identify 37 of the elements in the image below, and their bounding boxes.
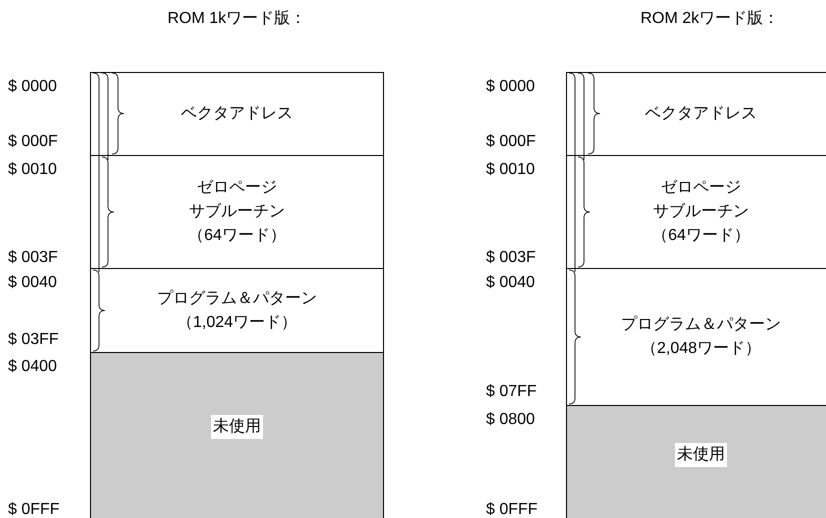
memory-region-box — [566, 72, 826, 156]
region-label: 未使用 — [675, 443, 727, 467]
region-label: （1,024ワード） — [176, 312, 298, 332]
address-label: $ 003F — [8, 249, 58, 267]
region-label: プログラム＆パターン — [157, 288, 317, 308]
unused-region-box — [566, 405, 826, 518]
address-label: $ 0000 — [486, 78, 535, 96]
address-label: $ 003F — [486, 249, 536, 267]
address-label: $ 07FF — [486, 383, 537, 401]
map-heading: ROM 1kワード版： — [168, 10, 306, 28]
region-label: 未使用 — [211, 415, 263, 439]
address-label: $ 0800 — [486, 411, 535, 429]
address-label: $ 0010 — [8, 161, 57, 179]
region-label: （2,048ワード） — [640, 339, 762, 359]
region-label: サブルーチン — [189, 202, 285, 222]
region-label: ベクタアドレス — [181, 104, 293, 124]
region-label: サブルーチン — [653, 202, 749, 222]
address-label: $ 0000 — [8, 78, 57, 96]
region-label: （64ワード） — [652, 226, 750, 246]
address-label: $ 0010 — [486, 161, 535, 179]
map-heading: ROM 2kワード版： — [640, 10, 780, 28]
address-label: $ 03FF — [8, 331, 59, 349]
memory-region-box — [90, 72, 384, 156]
memory-region-box — [90, 155, 384, 269]
address-label: $ 000F — [486, 133, 536, 151]
address-label: $ 0FFF — [486, 501, 538, 518]
address-label: $ 0FFF — [8, 501, 60, 518]
region-label: （64ワード） — [188, 226, 286, 246]
address-label: $ 000F — [8, 133, 58, 151]
region-label: ゼロページ — [661, 178, 741, 198]
address-label: $ 0400 — [8, 358, 57, 376]
address-label: $ 0040 — [486, 274, 535, 292]
unused-region-box — [90, 352, 384, 518]
region-label: ゼロページ — [197, 178, 277, 198]
region-label: ベクタアドレス — [645, 104, 757, 124]
region-label: プログラム＆パターン — [621, 314, 781, 335]
address-label: $ 0040 — [8, 274, 57, 292]
